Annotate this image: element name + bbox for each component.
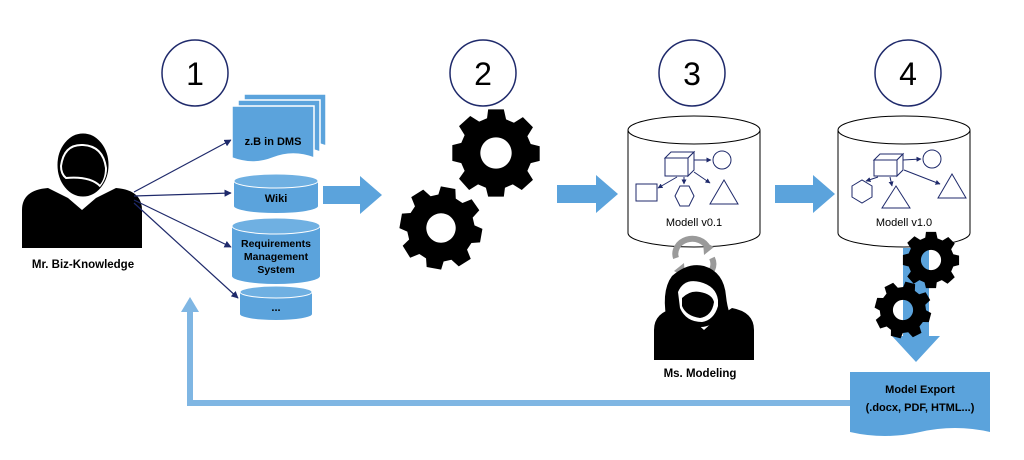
model-export-title: Model Export — [885, 384, 955, 396]
dms-document-stack-icon — [231, 93, 327, 163]
ms-modeling-label: Ms. Modeling — [664, 368, 737, 380]
model-v10-diagram-shapes-icon — [851, 149, 967, 209]
gear-icon-export-top — [902, 231, 960, 289]
model-v01-label: Modell v0.1 — [666, 217, 722, 229]
flow-arrow-3 — [775, 175, 835, 213]
gear-icon-large-top — [452, 109, 540, 197]
step-4-circle: 4 — [874, 39, 942, 107]
wiki-label: Wiki — [265, 193, 288, 205]
model-v10-label: Modell v1.0 — [876, 217, 932, 229]
feedback-loop-arrow — [187, 310, 850, 406]
step-2-circle: 2 — [449, 39, 517, 107]
ms-modeling-person-icon — [654, 265, 754, 360]
model-v01-diagram-shapes-icon — [635, 150, 739, 207]
more-sources-label: ... — [271, 302, 280, 314]
requirements-label-line2: Management — [244, 251, 309, 263]
dms-label: z.B in DMS — [245, 136, 302, 148]
refresh-arrowhead-top — [703, 241, 714, 255]
model-export-formats: (.docx, PDF, HTML...) — [866, 402, 975, 414]
step-3-circle: 3 — [658, 39, 726, 107]
biz-knowledge-label: Mr. Biz-Knowledge — [32, 259, 134, 271]
gear-icon-large-bottom — [393, 180, 489, 276]
wiki-database-icon — [233, 173, 319, 213]
requirements-label-line1: Requirements — [241, 238, 311, 250]
step-2-label: 2 — [474, 56, 492, 92]
requirements-label-line3: System — [257, 264, 294, 276]
feedback-loop-arrowhead — [181, 297, 199, 312]
model-export-document-icon — [850, 372, 990, 436]
flow-arrow-2 — [557, 175, 618, 213]
flow-arrow-1 — [323, 176, 382, 214]
step-3-label: 3 — [683, 56, 701, 92]
step-1-label: 1 — [186, 56, 204, 92]
biz-knowledge-person-icon — [22, 133, 142, 248]
person-to-sources-arrows — [133, 139, 239, 299]
requirements-database-icon — [231, 217, 321, 284]
step-4-label: 4 — [899, 56, 917, 92]
more-sources-database-icon — [239, 285, 313, 320]
step-1-circle: 1 — [161, 39, 229, 107]
